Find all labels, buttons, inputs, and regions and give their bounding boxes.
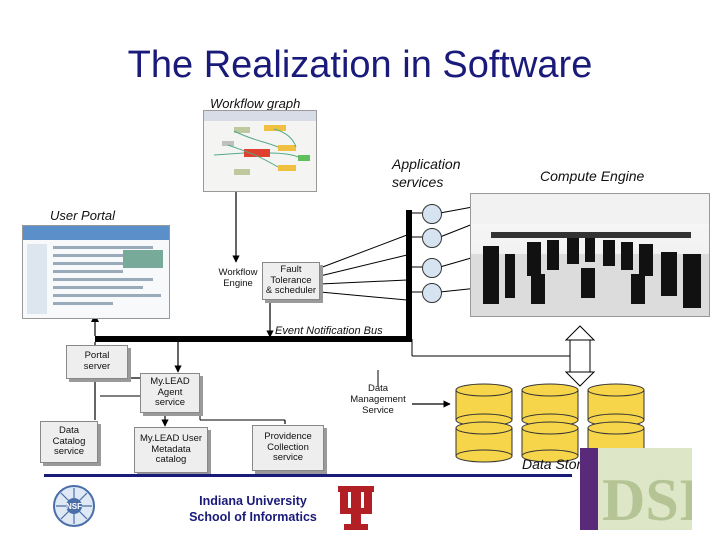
svg-text:DSI: DSI xyxy=(602,467,692,530)
fault-tolerance-box: Fault Tolerance & scheduler xyxy=(262,262,320,300)
dsi-logo: DSI xyxy=(580,448,702,533)
school-name: School of Informatics xyxy=(189,509,317,524)
page-title: The Realization in Software xyxy=(127,44,593,86)
provenance-box: Providence Collection service xyxy=(252,425,324,471)
svg-text:NSF: NSF xyxy=(66,502,82,511)
storage-cylinder xyxy=(521,421,579,463)
data-catalog-box: Data Catalog service xyxy=(40,421,98,463)
service-node xyxy=(422,283,442,303)
supercomputer-racks xyxy=(471,194,709,316)
compute-engine-label: Compute Engine xyxy=(540,168,645,184)
portal-server-box: Portal server xyxy=(66,345,128,379)
application-services-label: Application services xyxy=(392,156,461,191)
event-bus-label: Event Notification Bus xyxy=(275,325,383,337)
compute-engine-image xyxy=(470,193,710,317)
footer-rule xyxy=(44,474,572,477)
iu-logo xyxy=(334,484,378,532)
service-node xyxy=(422,258,442,278)
workflow-graph-label: Workflow graph xyxy=(210,96,301,111)
footer-text: Indiana University School of Informatics xyxy=(176,494,330,525)
storage-cylinder xyxy=(455,421,513,463)
portal-screenshot xyxy=(23,226,169,314)
workflow-graph-diagram xyxy=(204,111,316,175)
university-name: Indiana University xyxy=(199,494,307,508)
nsf-logo: NSF xyxy=(52,484,96,528)
service-node xyxy=(422,228,442,248)
workflow-graph-image xyxy=(203,110,317,192)
storage-cylinder xyxy=(455,383,513,427)
data-management-label: Data Management Service xyxy=(350,383,406,416)
user-portal-image xyxy=(22,225,170,319)
workflow-engine-label: Workflow Engine xyxy=(218,267,258,289)
storage-cylinder xyxy=(521,383,579,427)
service-node xyxy=(422,204,442,224)
user-portal-label: User Portal xyxy=(50,208,116,223)
mylead-agent-box: My.LEAD Agent service xyxy=(140,373,200,413)
mylead-user-metadata-box: My.LEAD User Metadata catalog xyxy=(134,427,208,473)
storage-cylinder xyxy=(587,383,645,427)
